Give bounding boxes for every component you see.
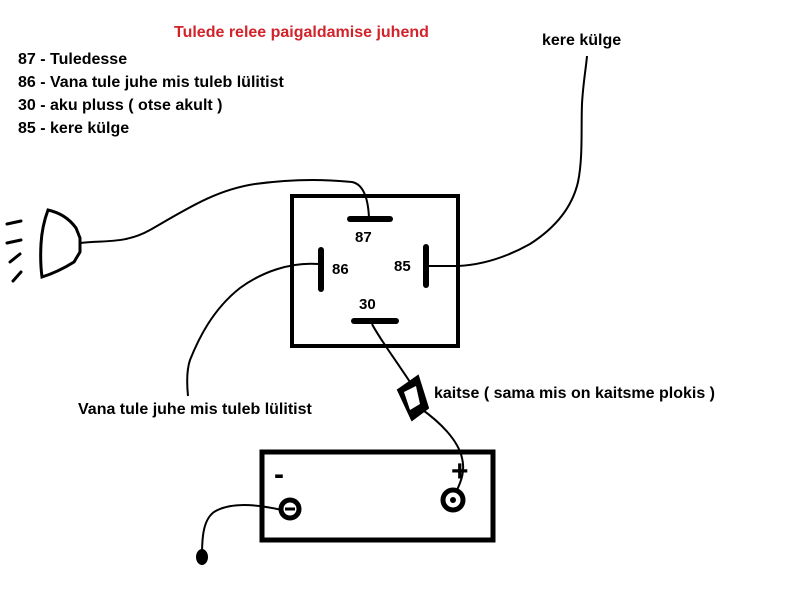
legend-item: 86 - Vana tule juhe mis tuleb lülitist [18,74,284,91]
pin-label-85: 85 [394,258,411,275]
diagram-title: Tulede relee paigaldamise juhend [174,24,429,41]
wire-battery-minus-ground [201,504,283,557]
legend-item: 87 - Tuledesse [18,51,128,68]
switch-wire-label: Vana tule juhe mis tuleb lülitist [78,401,312,418]
battery-icon [259,449,496,543]
relay-icon [290,194,460,348]
pin-legend: 87 - Tuledesse 86 - Vana tule juhe mis t… [18,48,284,140]
ground-label: kere külge [542,32,622,49]
pin-label-87: 87 [355,229,372,246]
wire-85-to-ground [429,55,588,267]
wire-30-to-fuse [371,323,411,383]
battery-minus-symbol: - [274,458,284,491]
pin-label-86: 86 [332,261,349,278]
ground-point [196,549,208,565]
wire-86-to-switch [186,262,319,397]
pin-label-30: 30 [359,296,376,313]
battery-plus-symbol: + [451,455,469,488]
wire-fuse-to-battery-plus [419,407,465,493]
headlight-icon [5,208,82,283]
legend-item: 85 - kere külge [18,120,130,137]
wire-87-to-headlight [79,179,370,244]
legend-item: 30 - aku pluss ( otse akult ) [18,97,223,114]
fuse-label: kaitse ( sama mis on kaitsme plokis ) [434,385,716,402]
fuse-icon [396,374,430,422]
